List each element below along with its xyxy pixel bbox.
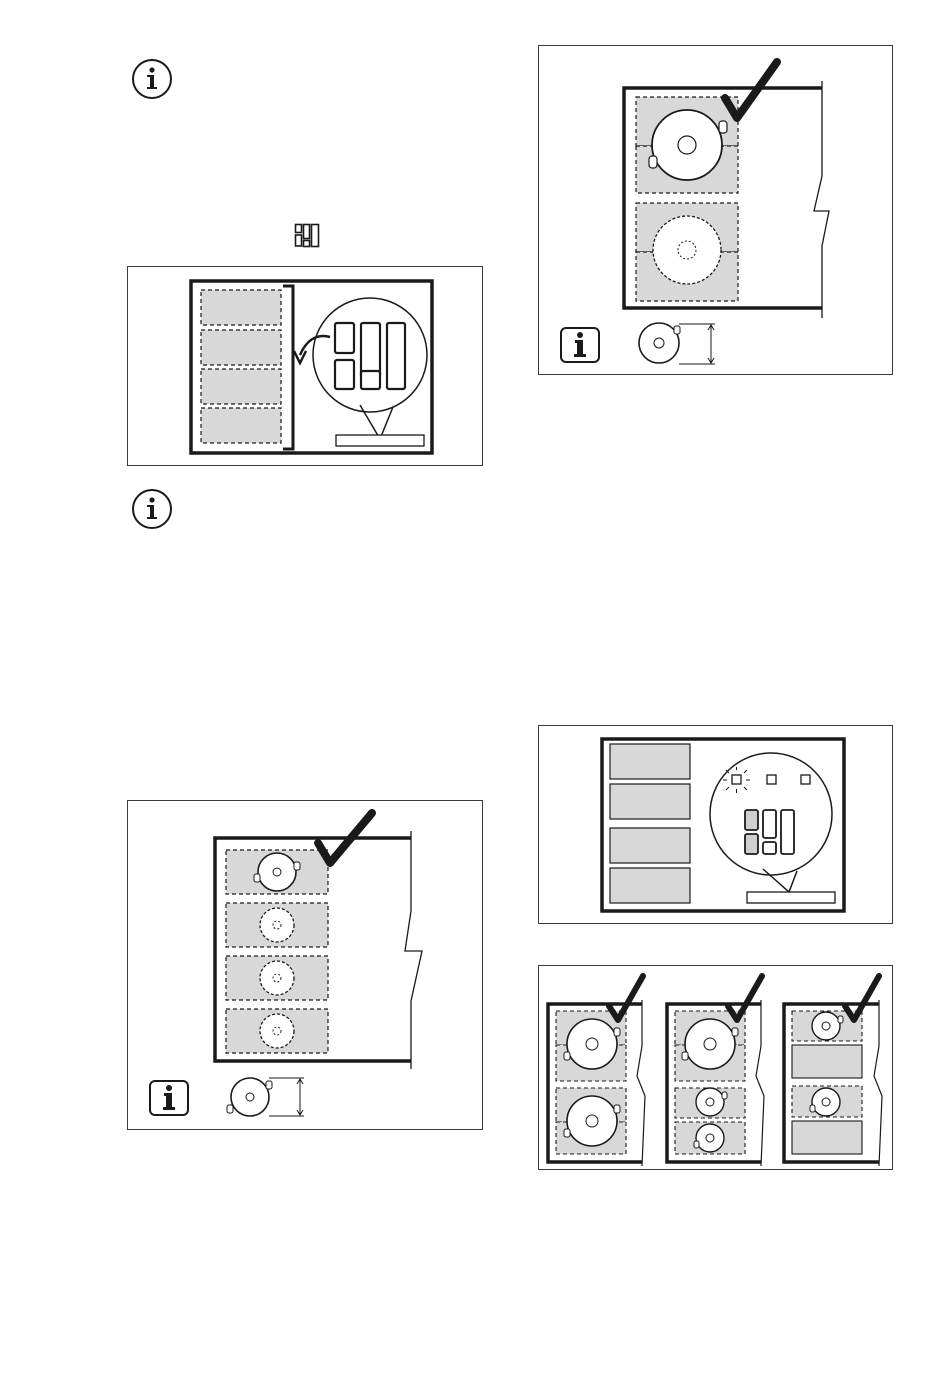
zone-indicator-display-figure — [538, 725, 893, 924]
info-circle-icon — [131, 58, 173, 100]
info-circle-icon — [131, 488, 173, 530]
pan-placement-examples-figure — [538, 965, 893, 1170]
large-pan-two-zones-figure — [538, 45, 893, 375]
bridge-zones-display-figure — [127, 266, 483, 466]
control-panel-display-icon — [294, 223, 322, 249]
pan-detection-four-zones-figure — [127, 800, 483, 1130]
